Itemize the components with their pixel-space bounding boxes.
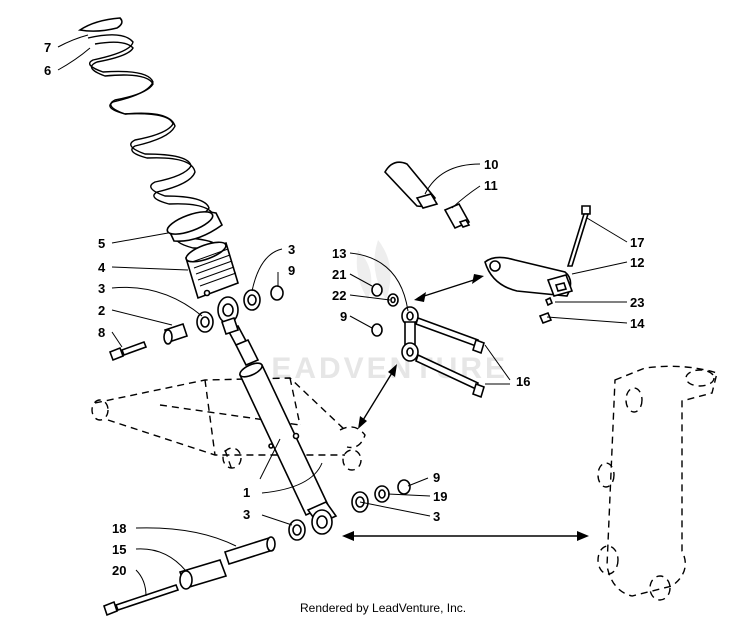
callout-3-upper-right: 3: [288, 242, 295, 257]
callout-5: 5: [98, 236, 105, 251]
callout-11: 11: [484, 178, 498, 193]
callout-12: 12: [630, 255, 644, 270]
callout-13: 13: [332, 246, 346, 261]
leader-lines: [57, 34, 628, 597]
callout-9-upper: 9: [288, 263, 295, 278]
upper-hardware: [108, 285, 284, 362]
assembly-arrows: [342, 274, 589, 541]
callout-8: 8: [98, 325, 105, 340]
a-arm-phantom: [91, 377, 366, 471]
spindle-phantom: [597, 365, 718, 601]
sway-bar-link: [371, 283, 485, 399]
callout-19: 19: [433, 489, 447, 504]
callout-23: 23: [630, 295, 644, 310]
callout-3-upper-left: 3: [98, 281, 105, 296]
callout-20: 20: [112, 563, 126, 578]
callout-18: 18: [112, 521, 126, 536]
callout-15: 15: [112, 542, 126, 557]
callout-4: 4: [98, 260, 106, 275]
callout-17: 17: [630, 235, 644, 250]
callout-16: 16: [516, 374, 530, 389]
footer-credit: Rendered by LeadVenture, Inc.: [300, 601, 466, 615]
callout-9-lower: 9: [433, 470, 440, 485]
lower-hardware: [103, 479, 411, 617]
callout-1: 1: [243, 485, 250, 500]
callout-9-middle: 9: [340, 309, 347, 324]
callout-6: 6: [44, 63, 51, 78]
callout-labels: 7 6 5 4 3 3 9 2 8 1 3 18 15 20 9 19 3 10…: [44, 40, 645, 578]
callout-7: 7: [44, 40, 51, 55]
callout-22: 22: [332, 288, 346, 303]
shock-absorber: [217, 296, 338, 535]
callout-14: 14: [630, 316, 645, 331]
spring-retainer: [166, 211, 224, 242]
callout-10: 10: [484, 157, 498, 172]
spring-adjuster: [185, 241, 239, 300]
callout-2: 2: [98, 303, 105, 318]
callout-21: 21: [332, 267, 346, 282]
callout-3-lower-right: 3: [433, 509, 440, 524]
callout-3-lower-left: 3: [243, 507, 250, 522]
